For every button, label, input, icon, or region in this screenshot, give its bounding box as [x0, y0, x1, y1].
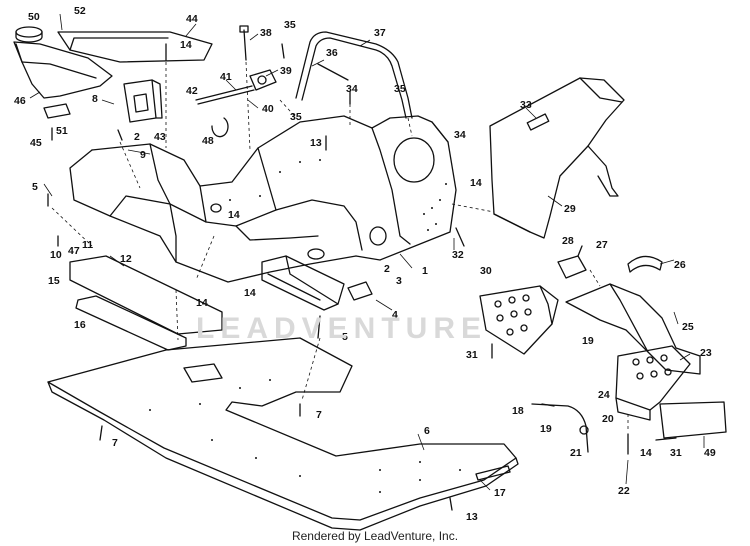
callout-14: 14: [196, 297, 208, 309]
callout-labels: 50 52 44 14 38 35 37 36 39 41 42 40 46 8…: [14, 5, 716, 523]
callout-3: 3: [396, 275, 402, 287]
assembly-lines: [51, 61, 629, 432]
part-49-box: [659, 401, 727, 439]
callout-39: 39: [280, 65, 292, 77]
callout-14: 14: [470, 177, 482, 189]
callout-9: 9: [140, 149, 146, 161]
callout-42: 42: [186, 85, 198, 97]
part-46-hood-panel: [13, 41, 113, 99]
part-48-clip: [211, 117, 229, 138]
part-26-strap: [627, 255, 663, 273]
callout-4: 4: [392, 309, 398, 321]
callout-35: 35: [284, 19, 296, 31]
callout-26: 26: [674, 259, 686, 271]
callout-23: 23: [700, 347, 712, 359]
callout-13: 13: [466, 511, 478, 523]
part-28-hinge: [557, 245, 587, 279]
callout-6: 6: [424, 425, 430, 437]
callout-29: 29: [564, 203, 576, 215]
callout-7: 7: [316, 409, 322, 421]
part-25-shroud: [565, 283, 701, 375]
callout-18: 18: [512, 405, 524, 417]
callout-11: 11: [82, 239, 93, 251]
callout-14: 14: [180, 39, 192, 51]
footer-credit: Rendered by LeadVenture, Inc.: [291, 529, 459, 543]
part-16-rail: [75, 295, 187, 351]
part-43-bracket: [123, 79, 163, 123]
callout-33: 33: [520, 99, 532, 111]
callout-35: 35: [394, 83, 406, 95]
callout-41: 41: [220, 71, 232, 83]
callout-49: 49: [704, 447, 716, 459]
part-30-vent-plate: [479, 285, 559, 355]
part-15-rail: [69, 255, 223, 335]
callout-15: 15: [48, 275, 60, 287]
part-1-chassis: [69, 115, 457, 283]
callout-5: 5: [342, 331, 348, 343]
fasteners: [47, 43, 677, 511]
callout-14: 14: [640, 447, 652, 459]
callout-34: 34: [346, 83, 358, 95]
part-18-linkage: [531, 403, 589, 453]
part-29-cover: [489, 77, 625, 239]
callout-12: 12: [120, 253, 132, 265]
part-37-handle: [295, 31, 413, 119]
callout-22: 22: [618, 485, 630, 497]
callout-2: 2: [384, 263, 390, 275]
callout-5: 5: [32, 181, 38, 193]
part-51-plate: [43, 103, 71, 119]
part-44-shroud: [57, 31, 213, 63]
callout-43: 43: [154, 131, 166, 143]
callout-46: 46: [14, 95, 26, 107]
callout-20: 20: [602, 413, 614, 425]
part-38-bolt: [239, 25, 249, 61]
part-50-cap: [15, 26, 43, 43]
callout-38: 38: [260, 27, 272, 39]
callout-14: 14: [244, 287, 256, 299]
callout-45: 45: [30, 137, 42, 149]
callout-36: 36: [326, 47, 338, 59]
callout-35: 35: [290, 111, 302, 123]
callout-48: 48: [202, 135, 214, 147]
leader-lines: [29, 13, 705, 491]
callout-47: 47: [68, 245, 80, 257]
callout-25: 25: [682, 321, 694, 333]
callout-44: 44: [186, 13, 198, 25]
callout-31: 31: [670, 447, 682, 459]
part-6-belly-pan: [47, 337, 519, 531]
callout-27: 27: [596, 239, 608, 251]
callout-31: 31: [466, 349, 478, 361]
callout-14: 14: [228, 209, 240, 221]
callout-16: 16: [74, 319, 86, 331]
part-41-rod: [195, 85, 255, 105]
callout-19: 19: [582, 335, 594, 347]
callout-50: 50: [28, 11, 40, 23]
callout-2: 2: [134, 131, 140, 143]
callout-1: 1: [422, 265, 428, 277]
callout-34: 34: [454, 129, 466, 141]
callout-52: 52: [74, 5, 86, 17]
callout-8: 8: [92, 93, 98, 105]
part-39-clamp: [249, 69, 277, 91]
callout-32: 32: [452, 249, 464, 261]
callout-19: 19: [540, 423, 552, 435]
callout-24: 24: [598, 389, 610, 401]
callout-10: 10: [50, 249, 62, 261]
callout-28: 28: [562, 235, 574, 247]
callout-51: 51: [56, 125, 68, 137]
part-4-bumper: [261, 255, 345, 311]
part-23-vent-plate: [615, 345, 691, 421]
callout-30: 30: [480, 265, 492, 277]
callout-37: 37: [374, 27, 386, 39]
watermark-text: LEADVENTURE: [196, 312, 488, 345]
callout-21: 21: [570, 447, 582, 459]
callout-40: 40: [262, 103, 274, 115]
callout-17: 17: [494, 487, 506, 499]
callout-13: 13: [310, 137, 322, 149]
part-3-bracket: [347, 281, 373, 301]
callout-7: 7: [112, 437, 118, 449]
